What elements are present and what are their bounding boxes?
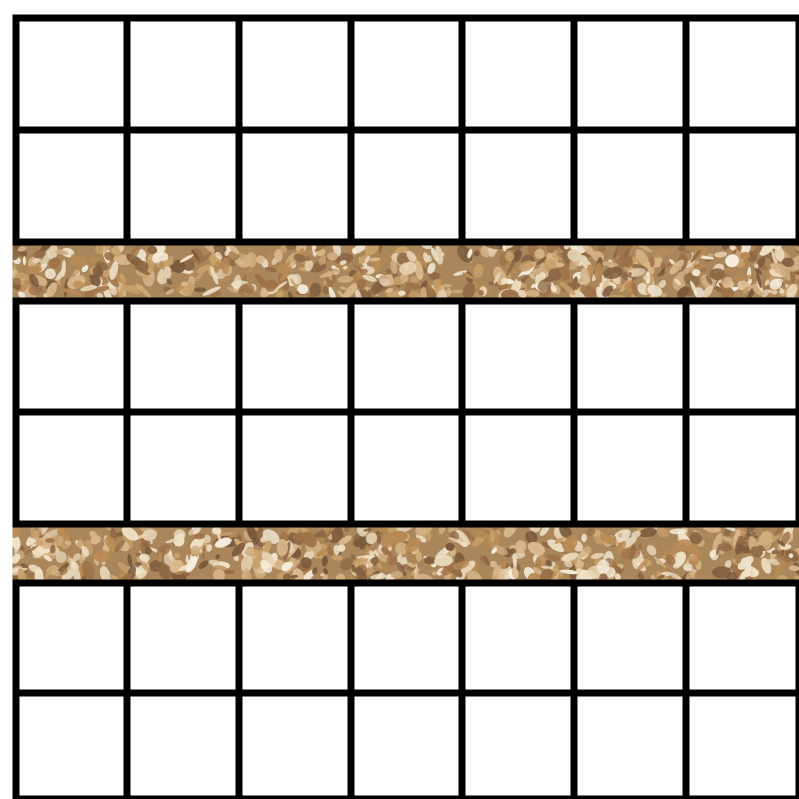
grid-cell	[16, 693, 127, 799]
grid-cell	[239, 412, 351, 524]
grid-cell	[462, 18, 574, 130]
grid-cell	[127, 130, 239, 242]
grid-cell	[462, 301, 574, 412]
vertical-grid-line	[13, 15, 20, 246]
vertical-grid-line	[348, 298, 355, 528]
grid-cell	[686, 583, 799, 693]
grid-cell	[462, 130, 574, 242]
grid-cell	[127, 583, 239, 693]
vertical-grid-line	[683, 298, 690, 528]
gravel-strip	[8, 236, 799, 306]
grid-cell	[574, 583, 686, 693]
grid-cell	[686, 412, 799, 524]
grid-cell	[351, 583, 462, 693]
grid-cell	[686, 18, 799, 130]
vertical-grid-line	[459, 580, 466, 799]
vertical-grid-line	[236, 580, 243, 799]
strip-bottom-edge	[13, 580, 799, 587]
grid-cell	[574, 693, 686, 799]
grid-cell	[239, 301, 351, 412]
grid-cell	[16, 18, 127, 130]
grid-cell	[574, 301, 686, 412]
grid-cell	[686, 130, 799, 242]
grid-cell	[351, 412, 462, 524]
grid-cell	[16, 583, 127, 693]
vertical-grid-line	[796, 580, 799, 799]
grid-cell	[574, 18, 686, 130]
vertical-grid-line	[13, 580, 20, 799]
grid-cell	[16, 412, 127, 524]
vertical-grid-line	[796, 15, 799, 246]
grid-cell	[686, 301, 799, 412]
strip-top-edge	[13, 239, 799, 246]
vertical-grid-line	[683, 580, 690, 799]
grid-cell	[462, 583, 574, 693]
vertical-grid-line	[124, 580, 131, 799]
grid-cell	[127, 412, 239, 524]
strip-top-edge	[13, 521, 799, 528]
grid-cell	[16, 301, 127, 412]
gravel-strip	[3, 518, 799, 589]
strip-bottom-edge	[13, 298, 799, 305]
vertical-grid-line	[124, 298, 131, 528]
grid-cell	[239, 693, 351, 799]
grid-cell	[574, 130, 686, 242]
grid-cell	[239, 583, 351, 693]
vertical-grid-line	[459, 298, 466, 528]
grid-cell	[351, 693, 462, 799]
vertical-grid-line	[571, 15, 578, 246]
vertical-grid-line	[124, 15, 131, 246]
grid-cell	[462, 412, 574, 524]
grid-cell	[127, 693, 239, 799]
vertical-grid-line	[236, 15, 243, 246]
vertical-grid-line	[236, 298, 243, 528]
grid-cell	[239, 130, 351, 242]
vertical-grid-line	[683, 15, 690, 246]
grid-cell	[574, 412, 686, 524]
grid-cell	[462, 693, 574, 799]
vertical-grid-line	[348, 580, 355, 799]
vertical-grid-line	[796, 298, 799, 528]
vertical-grid-line	[571, 298, 578, 528]
vertical-grid-line	[571, 580, 578, 799]
vertical-grid-line	[13, 298, 20, 528]
vertical-grid-line	[459, 15, 466, 246]
grid-cell	[351, 301, 462, 412]
grid-cell	[686, 693, 799, 799]
grid-cell	[351, 130, 462, 242]
grid-cell	[239, 18, 351, 130]
grid-cell	[16, 130, 127, 242]
grid-cell	[127, 301, 239, 412]
grid-cell	[127, 18, 239, 130]
vertical-grid-line	[348, 15, 355, 246]
grid-cell	[351, 18, 462, 130]
